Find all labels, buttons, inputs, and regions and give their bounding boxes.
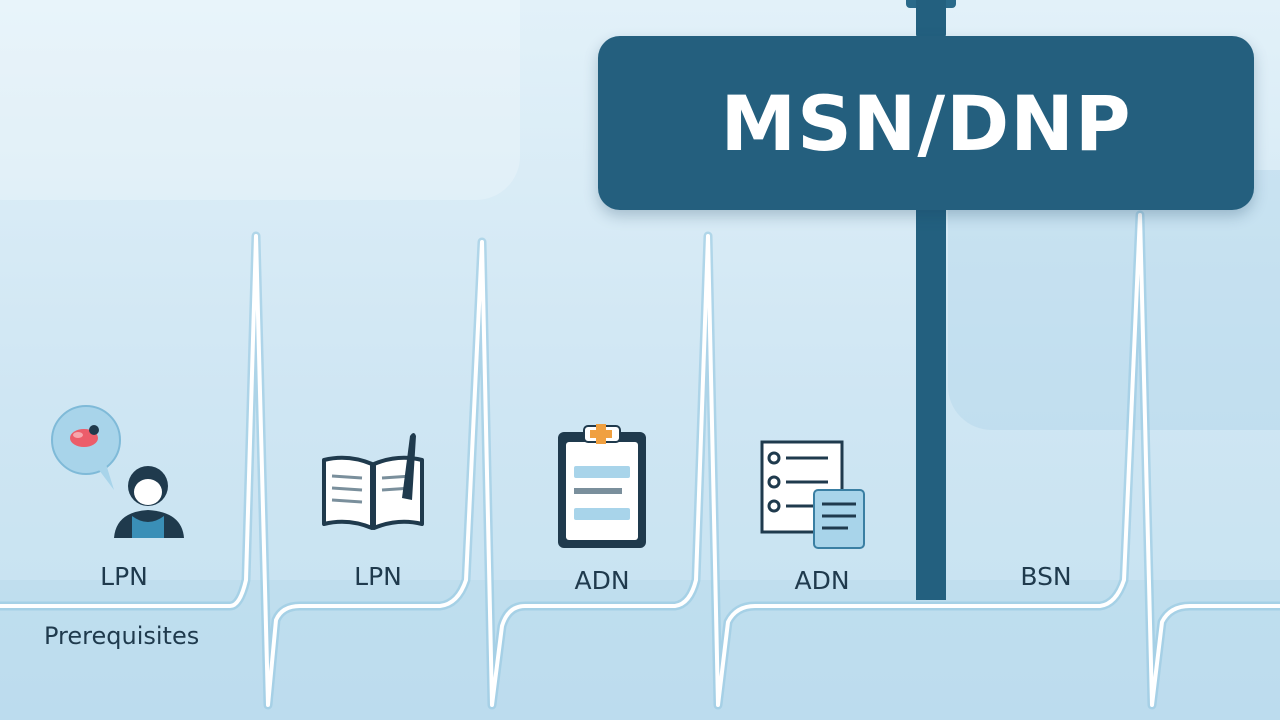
clipboard-icon [558, 424, 646, 548]
stage-label-adn-1: ADN [574, 566, 630, 595]
stage-label-lpn-1: LPN [100, 562, 148, 591]
background-panel-left [0, 0, 520, 200]
open-book-pen-icon [322, 433, 424, 530]
stage-label-lpn-2: LPN [354, 562, 402, 591]
signpost-top [916, 0, 946, 40]
msn-dnp-sign: MSN/DNP [598, 36, 1254, 210]
checklist-document-icon [760, 440, 865, 549]
background-panel-right [948, 170, 1280, 430]
stage-label-adn-2: ADN [794, 566, 850, 595]
stage-label-bsn: BSN [1020, 562, 1072, 591]
prerequisites-label: Prerequisites [44, 622, 200, 650]
signpost-pole [916, 200, 946, 600]
sign-title: MSN/DNP [720, 78, 1132, 168]
nurse-person-icon [51, 405, 184, 538]
